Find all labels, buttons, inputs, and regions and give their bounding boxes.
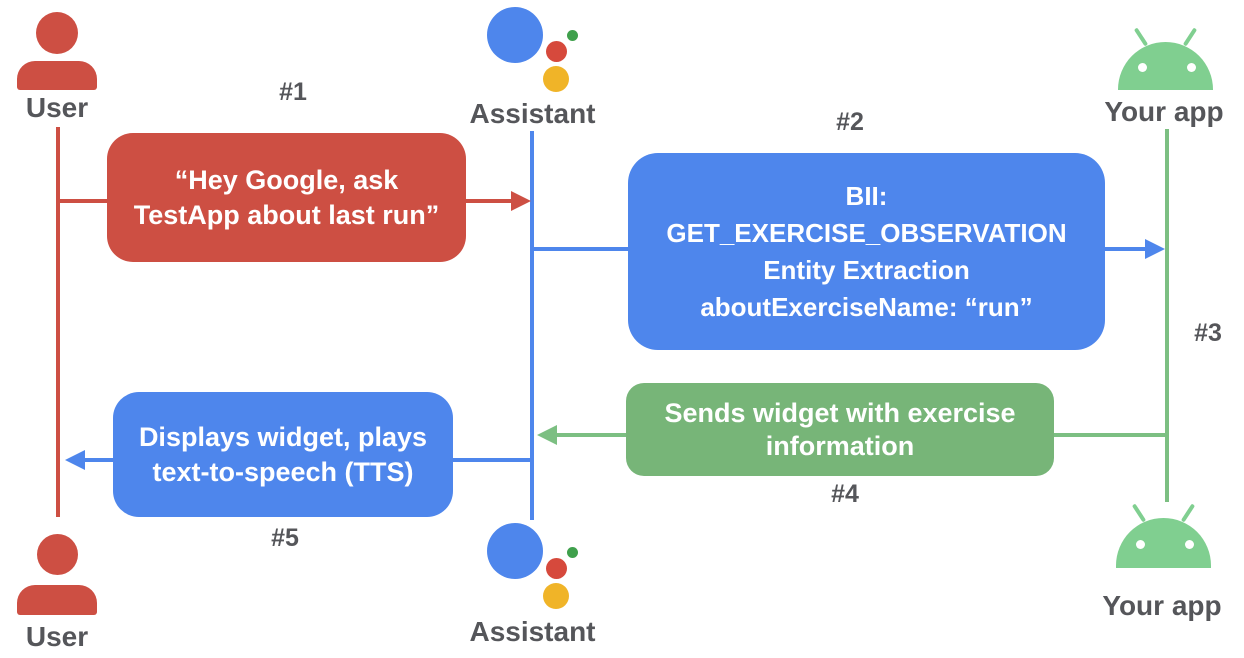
android-eye-right [1185, 540, 1194, 549]
android-antenna-left [1133, 27, 1149, 47]
android-antenna-left [1131, 503, 1147, 523]
app-lifeline [1165, 129, 1169, 502]
assistant-logo-red-dot [546, 558, 567, 579]
message-box-1: “Hey Google, ask TestApp about last run” [107, 133, 466, 262]
step-label-3: #3 [1194, 319, 1222, 347]
android-head [1116, 518, 1211, 568]
step-label-1: #1 [279, 78, 307, 106]
assistant-logo-green-dot [567, 547, 578, 558]
actor-label-user-bottom: User [25, 621, 89, 652]
android-eye-left [1136, 540, 1145, 549]
actor-label-app-bottom: Your app [1102, 590, 1222, 621]
assistant-logo-yellow-dot [543, 66, 569, 92]
message-5-line1: Displays widget, plays [138, 421, 428, 452]
step-label-5: #5 [271, 524, 299, 552]
actor-label-app-top: Your app [1104, 96, 1224, 127]
arrow-5-head-icon [65, 450, 85, 470]
person-head [37, 534, 78, 575]
assistant-lifeline [530, 131, 534, 520]
message-2-line3: Entity Extraction [763, 254, 970, 285]
arrow-1-head-icon [511, 191, 531, 211]
user-lifeline [56, 127, 60, 517]
android-eye-left [1138, 63, 1147, 72]
android-antenna-right [1182, 27, 1198, 47]
assistant-logo-blue-dot [487, 7, 543, 63]
actor-label-user-top: User [25, 92, 89, 123]
step-label-4: #4 [831, 480, 859, 508]
message-5-line2: text-to-speech (TTS) [152, 456, 414, 487]
message-box-5: Displays widget, plays text-to-speech (T… [113, 392, 453, 517]
message-2-line2: GET_EXERCISE_OBSERVATION [666, 217, 1067, 248]
person-head [36, 12, 78, 54]
assistant-logo-red-dot [546, 41, 567, 62]
android-head [1118, 42, 1213, 90]
message-2-line4: aboutExerciseName: “run” [700, 291, 1033, 322]
android-eye-right [1187, 63, 1196, 72]
actor-label-assistant-top: Assistant [469, 98, 596, 129]
person-body [17, 61, 97, 90]
assistant-logo-blue-dot [487, 523, 543, 579]
assistant-logo-green-dot [567, 30, 578, 41]
person-body [17, 585, 97, 615]
android-antenna-right [1180, 503, 1196, 523]
arrow-4-head-icon [537, 425, 557, 445]
actor-label-assistant-bottom: Assistant [469, 616, 596, 647]
message-4-line2: information [765, 430, 915, 461]
message-2-line1: BII: [845, 180, 888, 211]
message-4-line1: Sends widget with exercise [664, 397, 1016, 428]
arrow-2-head-icon [1145, 239, 1165, 259]
message-1-line1: “Hey Google, ask [174, 164, 399, 195]
message-box-4: Sends widget with exercise information [626, 383, 1054, 476]
message-box-2: BII: GET_EXERCISE_OBSERVATION Entity Ext… [628, 153, 1105, 350]
assistant-logo-yellow-dot [543, 583, 569, 609]
message-1-line2: TestApp about last run” [133, 199, 440, 230]
step-label-2: #2 [836, 108, 864, 136]
